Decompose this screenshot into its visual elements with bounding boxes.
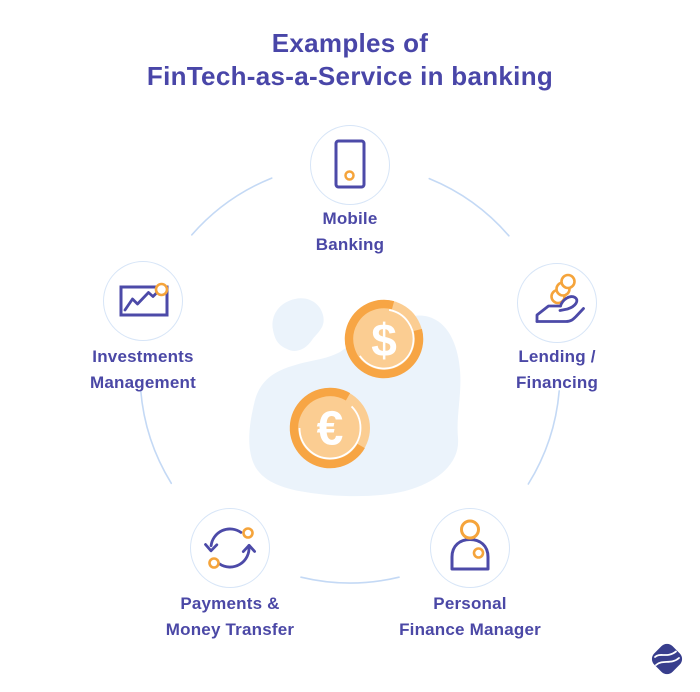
- dollar-symbol: $: [371, 314, 397, 366]
- node-lending-financing: [517, 263, 597, 343]
- dollar-coin-face: [345, 300, 423, 378]
- label-line: Management: [90, 373, 196, 392]
- ring-arc-bottom: [300, 576, 400, 584]
- label-lending-financing: Lending / Financing: [447, 344, 667, 396]
- transfer-dot-top: [242, 527, 254, 539]
- cycle-arrows: [204, 527, 256, 569]
- line-chart-icon: [119, 282, 169, 317]
- circular-arrows-icon: [204, 527, 256, 569]
- phone-home-button-dot: [344, 170, 355, 181]
- node-payments-money-transfer: [190, 508, 270, 588]
- label-line: Finance Manager: [399, 620, 541, 639]
- hand-coins-icon: [535, 273, 585, 323]
- open-hand: [535, 295, 585, 323]
- chart-frame: [119, 285, 169, 317]
- label-line: Mobile: [322, 209, 378, 228]
- phone-body: [334, 139, 366, 189]
- label-line: Banking: [315, 235, 385, 254]
- node-personal-finance-manager: [430, 508, 510, 588]
- dollar-coin-icon: $: [344, 299, 424, 379]
- euro-symbol: €: [317, 403, 344, 456]
- label-investments-management: Investments Management: [33, 344, 253, 396]
- label-mobile-banking: Mobile Banking: [240, 206, 460, 258]
- label-line: Financing: [515, 373, 599, 392]
- ring-arc-left: [139, 389, 173, 485]
- label-line: Personal: [433, 594, 507, 613]
- euro-coin-highlight-arc: [298, 396, 362, 460]
- title-line-2: FinTech-as-a-Service in banking: [146, 61, 554, 91]
- connector-ring: [139, 177, 560, 584]
- person-icon: [450, 519, 490, 571]
- euro-coin-face: [290, 388, 370, 468]
- chart-trend-line: [123, 289, 161, 312]
- ring-arc-top-right: [428, 177, 510, 237]
- person-body: [450, 538, 490, 571]
- chart-endpoint-dot: [154, 282, 169, 297]
- logo-waves: [654, 650, 680, 666]
- node-mobile-banking: [310, 125, 390, 205]
- person-head: [460, 519, 480, 540]
- label-personal-finance-manager: Personal Finance Manager: [360, 591, 580, 643]
- label-line: Investments: [92, 347, 194, 366]
- label-payments-money-transfer: Payments & Money Transfer: [120, 591, 340, 643]
- ring-arc-right: [527, 390, 560, 485]
- coin-stack: [550, 273, 576, 305]
- dollar-coin-ring: [344, 299, 424, 379]
- node-investments-management: [103, 261, 183, 341]
- dollar-coin-highlight-arc: [353, 308, 415, 370]
- background-blob-small: [272, 298, 324, 351]
- person-coin-dot: [472, 547, 485, 559]
- transfer-dot-bottom: [208, 557, 220, 569]
- label-line: Payments &: [180, 594, 280, 613]
- label-line: Lending /: [518, 347, 596, 366]
- smartphone-icon: [334, 139, 366, 189]
- label-line: Money Transfer: [165, 620, 295, 639]
- title-line-1: Examples of: [271, 28, 429, 58]
- wave-diamond-logo-icon: [651, 643, 683, 675]
- page-title: Examples of FinTech-as-a-Service in bank…: [0, 27, 700, 93]
- logo-diamond: [651, 643, 683, 675]
- ring-arc-top-left: [191, 177, 273, 236]
- euro-coin-icon: €: [289, 387, 371, 469]
